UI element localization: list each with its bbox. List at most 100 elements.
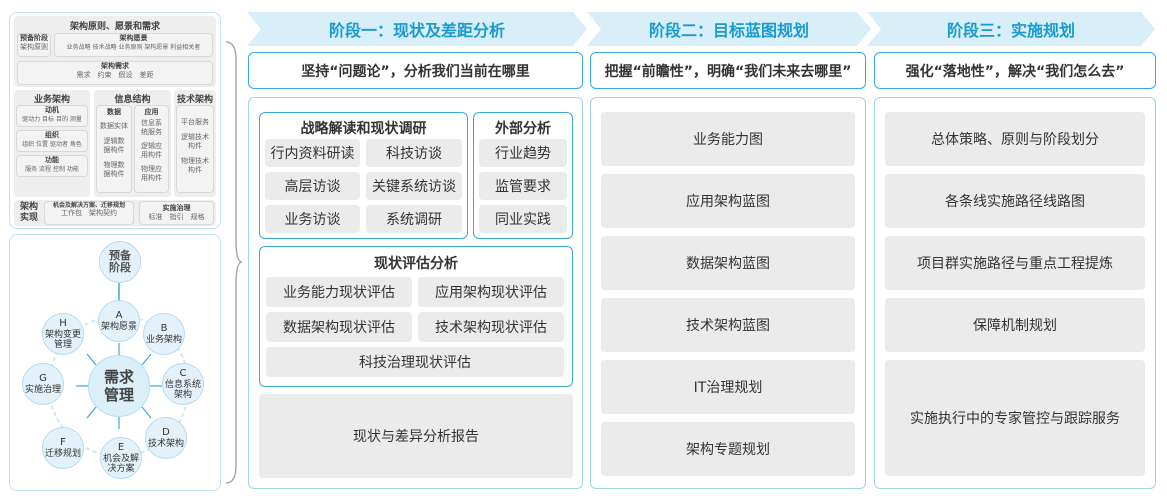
principles-title: 架构原则、愿景和需求 bbox=[69, 22, 160, 32]
node-letter: A bbox=[115, 310, 123, 321]
stage-3-content: 总体策略、原则与阶段划分各条线实施路径线路图项目群实施路径与重点工程提炼保障机制… bbox=[874, 97, 1156, 489]
plan-item: 各条线实施路径线路图 bbox=[885, 174, 1145, 228]
gov-title: 实施治理 bbox=[162, 204, 191, 212]
prelim-title: 预备阶段 bbox=[20, 34, 48, 42]
strategy-group: 战略解读和现状调研 行内资料研读 科技访谈 高层访谈 关键系统访谈 业务访谈 系… bbox=[259, 112, 468, 239]
stage-1-header: 阶段一：现状及差距分析 bbox=[247, 12, 587, 46]
node-label: 业务架构 bbox=[145, 335, 182, 345]
node-letter: E bbox=[117, 442, 125, 453]
group-title: 战略解读和现状调研 bbox=[300, 121, 427, 137]
gov-text: 标准 指引 规格 bbox=[148, 213, 205, 221]
req-text: 需求 约束 假设 差距 bbox=[76, 71, 154, 79]
stage-title: 阶段二：目标蓝图规划 bbox=[648, 21, 809, 40]
assessment-item: 应用架构现状评估 bbox=[418, 277, 564, 307]
node-letter: C bbox=[179, 368, 187, 379]
external-item: 行业趋势 bbox=[479, 139, 567, 167]
impl-title: 架构实现 bbox=[19, 202, 38, 223]
strategy-item: 科技访谈 bbox=[366, 139, 462, 167]
principles-group: 架构原则、愿景和需求 预备阶段架构原则 架构愿景业务战略 技术战略 业务原则 架… bbox=[14, 16, 216, 87]
cycle-prelim: 预备阶段 bbox=[99, 241, 141, 283]
group-title: 现状评估分析 bbox=[374, 256, 458, 272]
plan-item: 保障机制规划 bbox=[885, 298, 1145, 352]
prelim-box: 预备阶段架构原则 bbox=[17, 33, 51, 57]
node-letter: D bbox=[162, 427, 170, 438]
plan-item: 总体策略、原则与阶段划分 bbox=[885, 112, 1145, 166]
requirements-box: 架构需求需求 约束 假设 差距 bbox=[17, 61, 213, 85]
node-letter: B bbox=[160, 323, 168, 334]
node-letter: G bbox=[39, 373, 47, 384]
center-label: 需求管理 bbox=[103, 368, 134, 404]
item-title: 功能 bbox=[45, 156, 59, 164]
stage-1-content: 战略解读和现状调研 行内资料研读 科技访谈 高层访谈 关键系统访谈 业务访谈 系… bbox=[248, 97, 583, 489]
prelim-label: 预备阶段 bbox=[109, 249, 131, 274]
group-title: 外部分析 bbox=[495, 121, 551, 137]
blueprint-item: 架构专题规划 bbox=[601, 422, 855, 476]
business-item: 动机驱动力 目标 目的 测量 bbox=[16, 105, 88, 127]
opp-title: 机会及解决方案、迁移规划 bbox=[52, 202, 125, 209]
data-title: 数据 bbox=[107, 108, 121, 116]
opportunity-box: 机会及解决方案、迁移规划工作包 架构契约 bbox=[44, 201, 134, 225]
subtitle-text: 把握“前瞻性”，明确“我们未来去哪里” bbox=[604, 63, 852, 80]
assessment-group: 现状评估分析 业务能力现状评估 应用架构现状评估 数据架构现状评估 技术架构现状… bbox=[259, 246, 573, 387]
assessment-item: 数据架构现状评估 bbox=[266, 312, 412, 342]
business-item: 组织组织 位置 驱动者 角色 bbox=[16, 130, 88, 152]
external-item: 监管要求 bbox=[479, 172, 567, 200]
subtitle-text: 坚持“问题论”，分析我们当前在哪里 bbox=[301, 63, 530, 80]
tech-item: 平台服务 bbox=[181, 118, 209, 126]
governance-box: 实施治理标准 指引 规格 bbox=[139, 201, 214, 225]
item-text: 组织 位置 驱动者 角色 bbox=[22, 141, 82, 148]
node-label: 信息系统架构 bbox=[164, 380, 201, 400]
app-column: 应用 信息系统服务 逻辑应用构件 物理应用构件 bbox=[134, 105, 169, 193]
node-label: 架构愿景 bbox=[100, 322, 137, 332]
bracket bbox=[225, 41, 243, 484]
strategy-item: 关键系统访谈 bbox=[366, 172, 462, 200]
blueprint-item: 技术架构蓝图 bbox=[601, 298, 855, 352]
tech-item: 物理技术构件 bbox=[181, 157, 209, 174]
togaf-content-panel: 架构原则、愿景和需求 预备阶段架构原则 架构愿景业务战略 技术战略 业务原则 架… bbox=[9, 12, 221, 229]
app-item: 物理应用构件 bbox=[141, 165, 162, 182]
item-text: 驱动力 目标 目的 测量 bbox=[22, 116, 82, 123]
req-title: 架构需求 bbox=[101, 62, 129, 70]
tech-item: 逻辑技术构件 bbox=[181, 133, 209, 150]
node-letter: F bbox=[60, 437, 66, 448]
stage-3-subtitle: 强化“落地性”，解决“我们怎么去” bbox=[874, 52, 1156, 89]
assessment-item: 技术架构现状评估 bbox=[418, 312, 564, 342]
app-item: 逻辑应用构件 bbox=[141, 142, 162, 159]
vision-text: 业务战略 技术战略 业务原则 架构愿景 利益相关者 bbox=[66, 44, 201, 51]
blueprint-item: 业务能力图 bbox=[601, 112, 855, 166]
node-letter: H bbox=[59, 318, 67, 329]
stage-title: 阶段三：实施规划 bbox=[946, 21, 1075, 40]
item-text: 服务 流程 控制 功能 bbox=[25, 166, 79, 173]
assessment-item: 科技治理现状评估 bbox=[266, 347, 564, 377]
item-title: 动机 bbox=[45, 106, 59, 114]
info-title: 信息结构 bbox=[114, 95, 151, 105]
data-column: 数据 数据实体 逻辑数据构件 物理数据构件 bbox=[96, 105, 132, 193]
cycle-center-requirements: 需求管理 bbox=[88, 355, 150, 417]
tech-arch-group: 技术架构 平台服务 逻辑技术构件 物理技术构件 bbox=[174, 90, 216, 197]
info-structure-group: 信息结构 数据 数据实体 逻辑数据构件 物理数据构件 应用 信息系统服务 逻辑应… bbox=[94, 90, 171, 197]
assessment-item: 业务能力现状评估 bbox=[266, 277, 412, 307]
blueprint-item: IT治理规划 bbox=[601, 360, 855, 414]
tech-column: 平台服务 逻辑技术构件 物理技术构件 bbox=[176, 105, 214, 193]
data-item: 数据实体 bbox=[100, 122, 128, 130]
external-group: 外部分析 行业趋势 监管要求 同业实践 bbox=[473, 112, 573, 239]
business-item: 功能服务 流程 控制 功能 bbox=[16, 155, 88, 177]
app-item: 信息系统服务 bbox=[141, 119, 162, 136]
subtitle-text: 强化“落地性”，解决“我们怎么去” bbox=[905, 63, 1125, 80]
strategy-item: 高层访谈 bbox=[265, 172, 360, 200]
opp-text: 工作包 架构契约 bbox=[61, 209, 117, 217]
plan-item: 实施执行中的专家管控与跟踪服务 bbox=[885, 360, 1145, 476]
strategy-item: 系统调研 bbox=[366, 205, 462, 233]
plan-item: 项目群实施路径与重点工程提炼 bbox=[885, 236, 1145, 290]
stage-title: 阶段一：现状及差距分析 bbox=[328, 21, 505, 40]
strategy-item: 业务访谈 bbox=[265, 205, 360, 233]
data-item: 逻辑数据构件 bbox=[103, 137, 125, 154]
app-title: 应用 bbox=[144, 108, 159, 116]
